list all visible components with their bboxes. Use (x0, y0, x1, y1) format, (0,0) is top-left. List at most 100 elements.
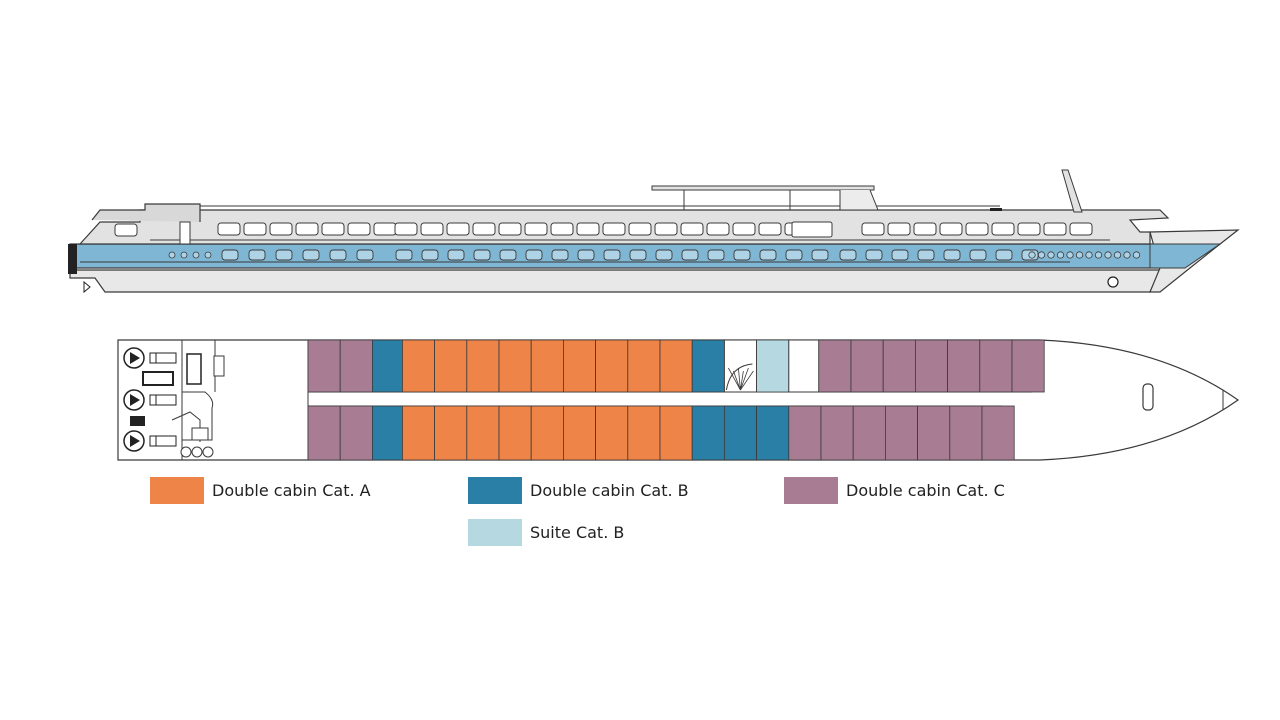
cabin-cat-b[interactable] (724, 405, 758, 461)
cabin-cat-c[interactable] (949, 405, 983, 461)
anchor-icon (1107, 276, 1119, 288)
porthole (577, 249, 595, 261)
tank-icon (191, 446, 203, 458)
cabin-cat-b[interactable] (371, 339, 403, 393)
window (887, 222, 911, 236)
cabin-cat-a[interactable] (563, 339, 597, 393)
cabin-cat-c[interactable] (339, 405, 373, 461)
stern (68, 244, 77, 274)
cabin-cat-c[interactable] (1011, 339, 1045, 393)
bow-hatch (1142, 383, 1154, 411)
cabin-cat-c[interactable] (885, 405, 919, 461)
cabin-cat-b[interactable] (371, 405, 403, 461)
cabin-cat-a[interactable] (434, 405, 468, 461)
porthole (221, 249, 239, 261)
cabin-cat-a[interactable] (498, 405, 532, 461)
cabin-suite-b[interactable] (756, 339, 790, 393)
porthole (473, 249, 491, 261)
cabin-cat-b[interactable] (691, 405, 725, 461)
cabin-cat-c[interactable] (979, 339, 1013, 393)
cabin-cat-a[interactable] (595, 405, 629, 461)
cabin-cat-c[interactable] (917, 405, 951, 461)
cabin-cat-c[interactable] (820, 405, 854, 461)
porthole (733, 249, 751, 261)
cabin-cat-c[interactable] (818, 339, 852, 393)
cabin-cat-a[interactable] (401, 405, 435, 461)
cabin-cat-c[interactable] (981, 405, 1015, 461)
window (654, 222, 678, 236)
window (347, 222, 371, 236)
porthole-round (1094, 251, 1103, 259)
porthole-round (1104, 251, 1112, 259)
window (758, 222, 782, 236)
cabin-cat-b[interactable] (691, 339, 725, 393)
legend-item-cat-c: Double cabin Cat. C (784, 476, 1005, 504)
legend-item-cat-b: Double cabin Cat. B (468, 476, 689, 504)
cabin-cat-b[interactable] (756, 405, 790, 461)
cabin-cat-a[interactable] (530, 339, 564, 393)
cabin-cat-a[interactable] (466, 339, 500, 393)
cabin-cat-c[interactable] (915, 339, 949, 393)
porthole (275, 249, 293, 261)
porthole (943, 249, 961, 261)
porthole (759, 249, 777, 261)
porthole (785, 249, 803, 261)
legend-item-suite-b: Suite Cat. B (468, 518, 624, 546)
porthole-round (1047, 251, 1055, 259)
legend-item-cat-a: Double cabin Cat. A (150, 476, 371, 504)
porthole (707, 249, 725, 261)
porthole (248, 249, 266, 261)
porthole (865, 249, 883, 261)
porthole-round (1113, 251, 1122, 259)
cabin-cat-c[interactable] (850, 339, 884, 393)
window (446, 222, 470, 236)
window (420, 222, 444, 236)
cabin-cat-c[interactable] (339, 339, 373, 393)
cabin-cat-a[interactable] (627, 339, 661, 393)
legend-label-cat-b: Double cabin Cat. B (530, 480, 689, 500)
cabin-cat-a[interactable] (659, 339, 693, 393)
window (295, 222, 319, 236)
cabin-cat-a[interactable] (595, 339, 629, 393)
porthole-round (1075, 251, 1084, 259)
ship-side-view (68, 169, 1240, 294)
cabin-cat-a[interactable] (498, 339, 532, 393)
cabin-cat-c[interactable] (947, 339, 981, 393)
legend-swatch-suite-b (468, 518, 522, 546)
cabin-cat-a[interactable] (627, 405, 661, 461)
legend-label-cat-c: Double cabin Cat. C (846, 480, 1005, 500)
window (524, 222, 548, 236)
stairs (723, 339, 758, 393)
cabin-cat-c[interactable] (788, 405, 822, 461)
cabin-cat-a[interactable] (530, 405, 564, 461)
cabin-cat-a[interactable] (466, 405, 500, 461)
window (269, 222, 293, 236)
window (576, 222, 600, 236)
legend-swatch-cat-b (468, 476, 522, 504)
porthole (811, 249, 829, 261)
mast (1061, 169, 1083, 213)
cabin-cat-c[interactable] (307, 339, 341, 393)
cabin-cat-c[interactable] (882, 339, 916, 393)
porthole (969, 249, 987, 261)
cabin-cat-c[interactable] (307, 405, 341, 461)
window (498, 222, 522, 236)
window (861, 222, 885, 236)
propeller-icon (83, 280, 91, 294)
cabin-cat-a[interactable] (401, 339, 435, 393)
window (472, 222, 496, 236)
cabin-cat-c[interactable] (852, 405, 886, 461)
porthole (917, 249, 935, 261)
window (602, 222, 626, 236)
porthole (356, 249, 374, 261)
deck-space (788, 339, 820, 393)
porthole (447, 249, 465, 261)
sundeck-canopy (651, 185, 875, 191)
cabin-cat-a[interactable] (563, 405, 597, 461)
legend-label-cat-a: Double cabin Cat. A (212, 480, 371, 500)
window (394, 222, 418, 236)
porthole-round (1132, 251, 1141, 259)
cabin-cat-a[interactable] (659, 405, 693, 461)
porthole (839, 249, 857, 261)
cabin-cat-a[interactable] (434, 339, 468, 393)
